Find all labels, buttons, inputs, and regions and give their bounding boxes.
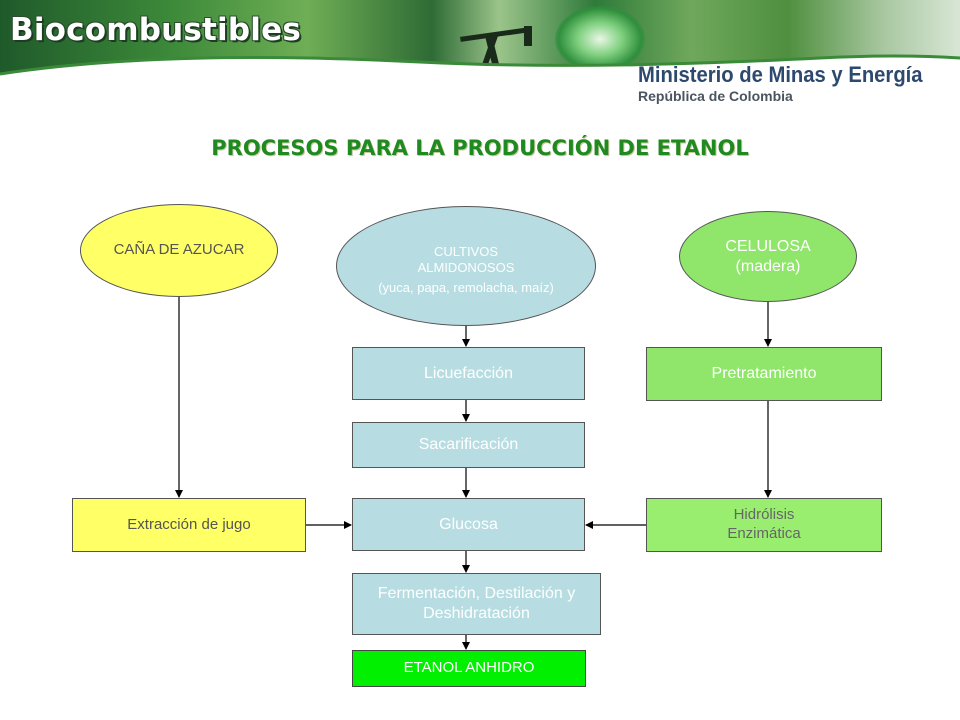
node-glucosa: Glucosa	[352, 498, 585, 551]
node-fermentacion-label-1: Fermentación, Destilación y	[377, 585, 576, 602]
node-extraccion-label: Extracción de jugo	[127, 515, 251, 533]
node-etanol-anhidro: ETANOL ANHIDRO	[352, 650, 586, 687]
node-hidrolisis-label-2: Enzimática	[727, 525, 801, 542]
ministry-name: Ministerio de Minas y Energía	[638, 62, 923, 87]
node-fermentacion-label-2: Deshidratación	[423, 605, 530, 622]
header-wave	[0, 54, 960, 82]
node-celulosa: CELULOSA (madera)	[679, 211, 857, 302]
node-extraccion-de-jugo: Extracción de jugo	[72, 498, 306, 552]
node-hidrolisis-label-1: Hidrólisis	[733, 506, 795, 524]
node-cultivos-label-3: (yuca, papa, remolacha, maíz)	[378, 280, 554, 296]
node-sacarificacion-label: Sacarificación	[418, 436, 519, 453]
republic-name: República de Colombia	[638, 88, 793, 104]
brand-title: Biocombustibles	[10, 12, 301, 48]
node-celulosa-label-1: CELULOSA	[725, 237, 811, 255]
header-banner: Biocombustibles	[0, 0, 960, 82]
node-etanol-label: ETANOL ANHIDRO	[403, 659, 535, 677]
page-title: PROCESOS PARA LA PRODUCCIÓN DE ETANOL	[211, 136, 749, 160]
node-sacarificacion: Sacarificación	[352, 422, 585, 468]
node-glucosa-label: Glucosa	[439, 515, 498, 533]
node-cultivos-label-1: CULTIVOS	[433, 243, 499, 259]
node-cana-de-azucar: CAÑA DE AZUCAR	[80, 204, 278, 297]
node-licuefaccion-label: Licuefacción	[424, 364, 513, 382]
flame-glow-image	[555, 6, 645, 72]
node-cana-label: CAÑA DE AZUCAR	[113, 241, 245, 259]
node-hidrolisis-enzimatica: Hidrólisis Enzimática	[646, 498, 882, 552]
node-celulosa-label-2: (madera)	[735, 257, 801, 275]
node-cultivos-label-2: ALMIDONOSOS	[417, 259, 515, 275]
node-cultivos-almidonosos: CULTIVOS ALMIDONOSOS (yuca, papa, remola…	[336, 206, 596, 326]
node-fermentacion: Fermentación, Destilación y Deshidrataci…	[352, 573, 601, 635]
node-pretratamiento: Pretratamiento	[646, 347, 882, 401]
node-pretratamiento-label: Pretratamiento	[711, 365, 817, 382]
node-licuefaccion: Licuefacción	[352, 347, 585, 400]
